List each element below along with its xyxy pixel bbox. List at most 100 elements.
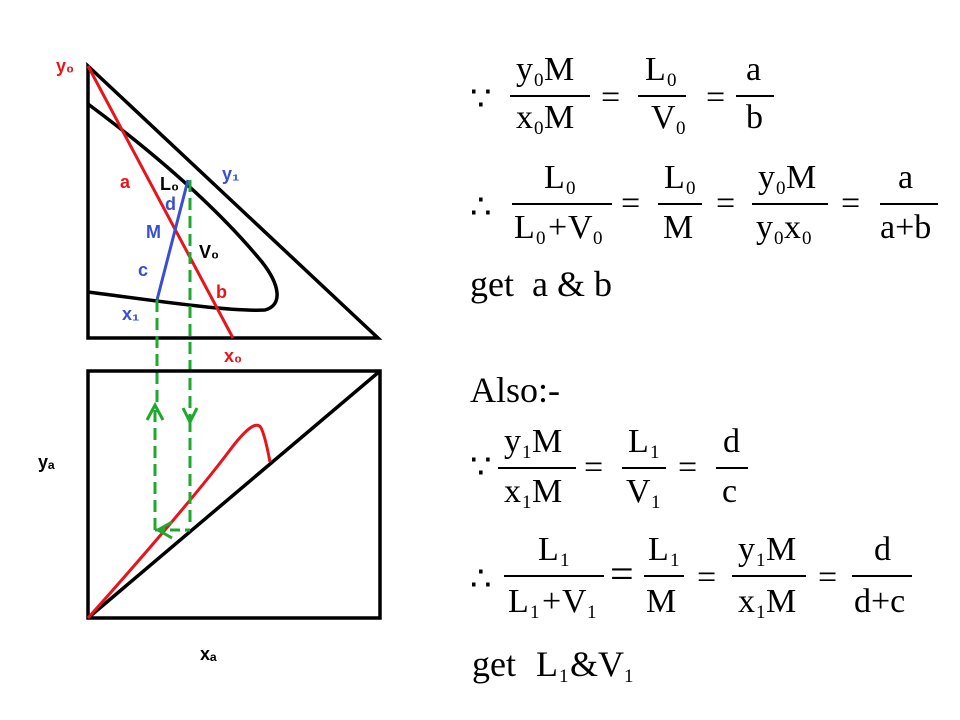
eq3-frac1-num-M: M: [532, 423, 562, 460]
get-V-sub: 1: [624, 666, 634, 687]
tie-line-x1-L0: [155, 179, 190, 301]
get-L1-V1-line: get L 1 & V 1: [472, 644, 634, 687]
equilibrium-curve: [86, 423, 272, 620]
eq2-frac2-den-M: M: [663, 209, 693, 246]
equilibrium-diagram: yₐ xₐ: [38, 369, 382, 664]
also-heading: Also:-: [470, 370, 560, 410]
eq4-frac4-num-d: d: [874, 531, 891, 568]
eq1-frac1-num-y: y: [516, 51, 533, 88]
eq4-frac3-num-y: y: [738, 531, 755, 568]
eq1-frac3-num-a: a: [746, 51, 761, 88]
eq1-frac1-den-M: M: [544, 99, 574, 136]
label-y0: y₀: [56, 56, 74, 76]
eq3-frac1-num-sub: 1: [522, 442, 532, 463]
operating-line-y0-x0: [86, 65, 235, 339]
get-V: V: [598, 644, 624, 684]
eq4-frac2-den-M: M: [646, 583, 676, 620]
eq4-frac1-num-L: L: [538, 531, 559, 568]
eq2-frac3-den-sub1: 0: [774, 228, 784, 249]
ternary-diagram: y₀ y₁ a L₀ d M V₀ c b x₁ x₀: [56, 56, 383, 420]
eq2-frac4-den: a+b: [880, 209, 931, 246]
eq2-frac4-num-a: a: [898, 159, 913, 196]
eq3-frac2-den-sub: 1: [651, 492, 661, 513]
eq3-frac3-den-c: c: [722, 473, 737, 510]
eq4-frac4-den: d+c: [854, 583, 905, 620]
because-symbol-2: ∵: [470, 449, 492, 486]
eq2-equals-1: =: [621, 185, 640, 222]
label-V0: V₀: [199, 242, 219, 262]
eq2-frac2-num-L: L: [664, 159, 685, 196]
eq4-frac1-den-plus: +: [542, 583, 561, 620]
eq1-frac1-num-M: M: [544, 51, 574, 88]
axis-label-xa: xₐ: [200, 644, 217, 664]
eq1-frac1-den-sub: 0: [534, 118, 544, 139]
eq4-frac3-num-M: M: [766, 531, 796, 568]
label-M: M: [146, 222, 161, 242]
label-y1: y₁: [222, 164, 239, 184]
eq2-equals-2: =: [716, 185, 735, 222]
eq1-frac2-num-sub: 0: [667, 70, 677, 91]
eq3-frac2-den-V: V: [626, 473, 651, 510]
equation-3: ∵ y 1 M x 1 M = L 1 V 1 = d c: [470, 423, 748, 513]
eq4-frac2-num-sub: 1: [670, 550, 680, 571]
axis-label-ya: yₐ: [38, 452, 55, 472]
get-a-b-text: get a & b: [470, 264, 612, 304]
eq1-equals-2: =: [706, 79, 725, 116]
eq2-frac3-num-M: M: [786, 159, 816, 196]
down-arrow-head: [181, 407, 199, 426]
eq4-equals-1: =: [610, 552, 634, 598]
eq4-equals-3: =: [818, 559, 837, 596]
eq4-frac3-den-x: x: [738, 583, 755, 620]
equation-1: ∵ y 0 M x 0 M = L 0 V 0 = a b: [470, 51, 774, 139]
label-L0: L₀: [160, 174, 179, 194]
eq2-frac3-den-x: x: [784, 209, 801, 246]
eq2-frac3-den-sub2: 0: [802, 228, 812, 249]
eq4-frac1-den-L: L: [508, 583, 529, 620]
label-b: b: [216, 282, 227, 302]
get-L: L: [536, 644, 558, 684]
eq2-frac1-den-plus: +: [548, 209, 567, 246]
eq2-frac3-num-y: y: [758, 159, 775, 196]
eq3-frac2-num-sub: 1: [650, 442, 660, 463]
get-word: get: [472, 644, 516, 684]
eq4-frac1-num-sub: 1: [560, 550, 570, 571]
eq2-frac3-den-y: y: [756, 209, 773, 246]
eq1-frac3-den-b: b: [746, 99, 763, 136]
eq1-frac2-den-V: V: [651, 99, 676, 136]
eq3-frac1-den-sub: 1: [522, 492, 532, 513]
eq2-frac1-den-sub1: 0: [536, 228, 546, 249]
therefore-symbol: ∴: [470, 189, 492, 226]
get-L-sub: 1: [559, 666, 569, 687]
eq1-frac1-num-sub: 0: [534, 70, 544, 91]
eq4-frac1-den-sub2: 1: [587, 602, 597, 623]
eq2-equals-3: =: [841, 185, 860, 222]
up-arrow-head: [145, 401, 165, 421]
eq3-equals-1: =: [584, 449, 603, 486]
eq4-frac3-num-sub: 1: [756, 550, 766, 571]
equation-2: ∴ L 0 L 0 + V 0 = L 0 M = y 0 M y 0 x 0 …: [470, 159, 938, 249]
equation-4: ∴ L 1 L 1 + V 1 = L 1 M = y 1 M x 1 M = …: [470, 531, 912, 623]
eq2-frac2-num-sub: 0: [686, 178, 696, 199]
label-x1: x₁: [122, 304, 139, 324]
eq2-frac1-den-sub2: 0: [593, 228, 603, 249]
label-x0: x₀: [224, 346, 242, 366]
because-symbol: ∵: [470, 81, 492, 118]
solubility-curve: [86, 102, 279, 312]
eq1-frac1-den-x: x: [516, 99, 533, 136]
eq2-frac1-den-V: V: [568, 209, 593, 246]
label-c: c: [138, 260, 148, 280]
eq3-frac1-den-x: x: [504, 473, 521, 510]
eq3-equals-2: =: [678, 449, 697, 486]
eq3-frac2-num-L: L: [628, 423, 649, 460]
eq2-frac1-num-sub: 0: [566, 178, 576, 199]
eq4-frac2-num-L: L: [648, 531, 669, 568]
label-d: d: [165, 194, 176, 214]
eq4-frac3-den-sub: 1: [756, 602, 766, 623]
equilibrium-box: [86, 369, 382, 620]
eq3-frac1-den-M: M: [532, 473, 562, 510]
left-arrow-head: [154, 520, 173, 540]
eq1-frac2-den-sub: 0: [676, 118, 686, 139]
eq3-frac1-num-y: y: [504, 423, 521, 460]
eq4-frac1-den-sub1: 1: [530, 602, 540, 623]
